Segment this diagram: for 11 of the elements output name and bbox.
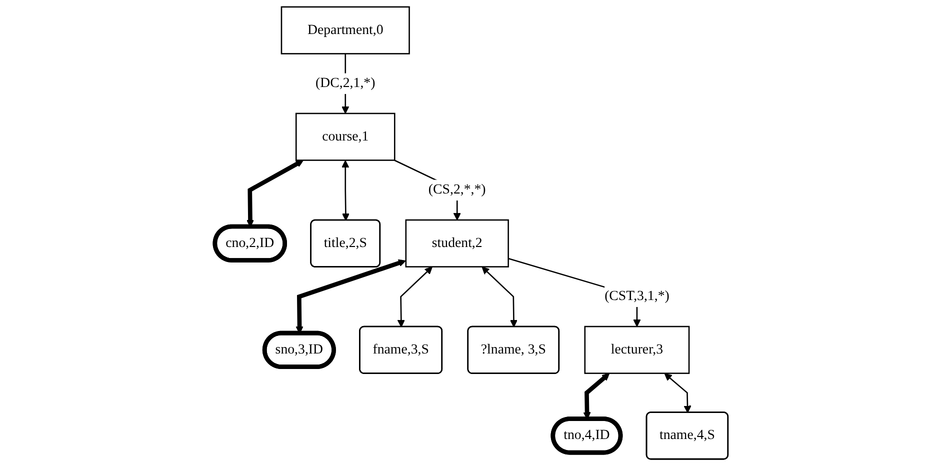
arrow xyxy=(481,266,518,328)
node-box: course,1 xyxy=(295,112,395,161)
arrow xyxy=(664,373,691,414)
edge-label: (CS,2,*,*) xyxy=(428,182,486,198)
edge-label: (DC,2,1,*) xyxy=(315,76,375,91)
node-box: Department,0 xyxy=(280,6,410,54)
arrow xyxy=(396,266,432,328)
edge-label: (CST,3,1,*) xyxy=(604,288,669,304)
node-box: student,2 xyxy=(404,219,509,268)
node-box: lecturer,3 xyxy=(584,326,690,374)
arrow xyxy=(341,160,350,221)
